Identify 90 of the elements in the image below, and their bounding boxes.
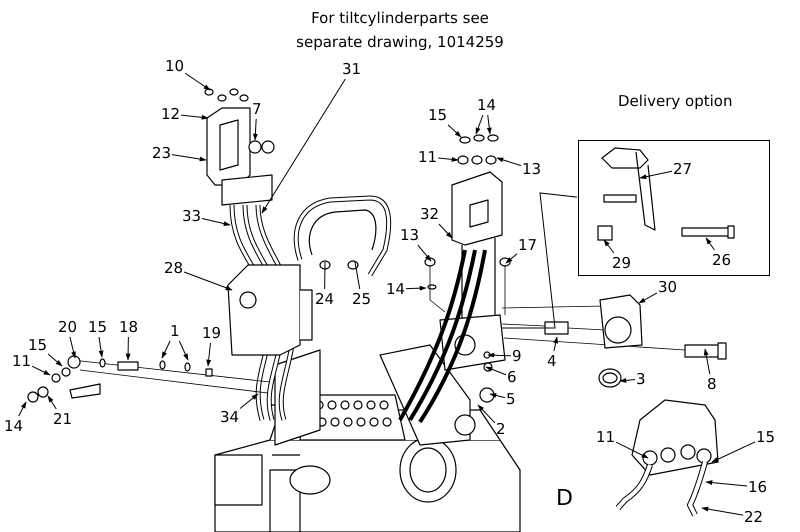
leader-line [711, 441, 756, 462]
leader-line [505, 253, 518, 264]
leader-line [32, 366, 51, 376]
leader-line [485, 366, 506, 376]
callout-number: 29 [612, 254, 632, 272]
callout-number: 16 [748, 478, 768, 496]
callout-number: 11 [418, 148, 438, 166]
callout-number: 23 [152, 144, 172, 162]
leader-line [202, 218, 231, 226]
leader-line [604, 239, 614, 254]
leader-line [704, 348, 710, 374]
leader-line [487, 352, 512, 358]
assembly-line [500, 192, 578, 328]
leader-line [262, 78, 346, 214]
callout-number: 24 [315, 290, 334, 308]
callout-number: 20 [58, 318, 78, 336]
callout-number: 15 [428, 106, 448, 124]
callout-number: 22 [744, 508, 764, 526]
leader-line [616, 442, 649, 458]
callout-number: 15 [88, 318, 108, 336]
leader-line [489, 393, 506, 398]
callout-number: 15 [28, 336, 48, 354]
leader-line [240, 394, 259, 409]
callout-number: 14 [477, 96, 496, 114]
leader-line [180, 114, 209, 120]
note-text: For tiltcylinderparts see separate drawing, 1014259 [295, 8, 505, 53]
callout-number: 28 [164, 259, 184, 277]
callout-number: 25 [352, 290, 372, 308]
callout-number: 12 [161, 105, 180, 123]
callout-number: 3 [636, 370, 646, 388]
callout-number: 17 [518, 236, 538, 254]
callout-number: 2 [496, 420, 506, 438]
callout-number: 32 [420, 205, 440, 223]
callout-number: 19 [202, 324, 222, 342]
callout-number: 33 [182, 207, 202, 225]
leader-line [48, 395, 57, 410]
callout-number: 15 [756, 428, 776, 446]
leader-line [48, 354, 63, 366]
leader-line [178, 340, 188, 361]
assembly-line [324, 262, 326, 290]
leader-line [706, 237, 715, 250]
leader-line [639, 170, 672, 180]
callout-number: 9 [512, 347, 522, 365]
leader-line [478, 404, 496, 424]
option-heading: Delivery option [618, 92, 732, 110]
callout-number: 21 [53, 410, 72, 428]
callout-number: 26 [712, 251, 732, 269]
leader-line [162, 340, 171, 359]
callout-number: 11 [12, 352, 32, 370]
leader-line [496, 158, 522, 166]
leader-line [172, 154, 207, 162]
leader-line [69, 336, 76, 359]
callout-number: 8 [707, 375, 717, 393]
callout-number: 4 [547, 352, 557, 370]
leader-line [18, 401, 26, 416]
callout-number: 30 [658, 278, 678, 296]
assembly-line [354, 262, 360, 290]
leader-line [438, 156, 459, 162]
leader-line [438, 224, 452, 238]
callout-number: 31 [342, 60, 362, 78]
leader-line [252, 118, 258, 141]
leader-line [701, 506, 744, 516]
leader-line [476, 114, 484, 135]
leader-line [184, 271, 233, 290]
callout-number: 14 [4, 417, 24, 435]
callout-number: 13 [522, 160, 542, 178]
callout-number: 7 [252, 100, 262, 118]
leader-line [553, 336, 558, 352]
leader-line [705, 480, 748, 486]
detail-letter: D [556, 486, 573, 512]
leader-line [486, 114, 492, 135]
callout-number: 13 [400, 226, 420, 244]
leader-line [619, 378, 636, 383]
callout-number: 14 [386, 280, 406, 298]
leader-line [638, 292, 658, 304]
callout-number: 10 [165, 57, 184, 75]
leader-line [406, 286, 427, 291]
leader-line [448, 124, 462, 138]
leader-line [417, 244, 432, 262]
callout-number: 5 [506, 390, 516, 408]
callout-number: 6 [507, 368, 517, 386]
callout-number: 34 [220, 408, 240, 426]
leader-line [126, 336, 131, 361]
callout-number: 27 [673, 160, 692, 178]
callout-number: 18 [119, 318, 138, 336]
callout-number: 1 [170, 322, 180, 340]
leader-line [98, 336, 104, 358]
callout-number: 11 [596, 428, 616, 446]
leader-line [184, 72, 211, 90]
leader-line [206, 342, 212, 367]
